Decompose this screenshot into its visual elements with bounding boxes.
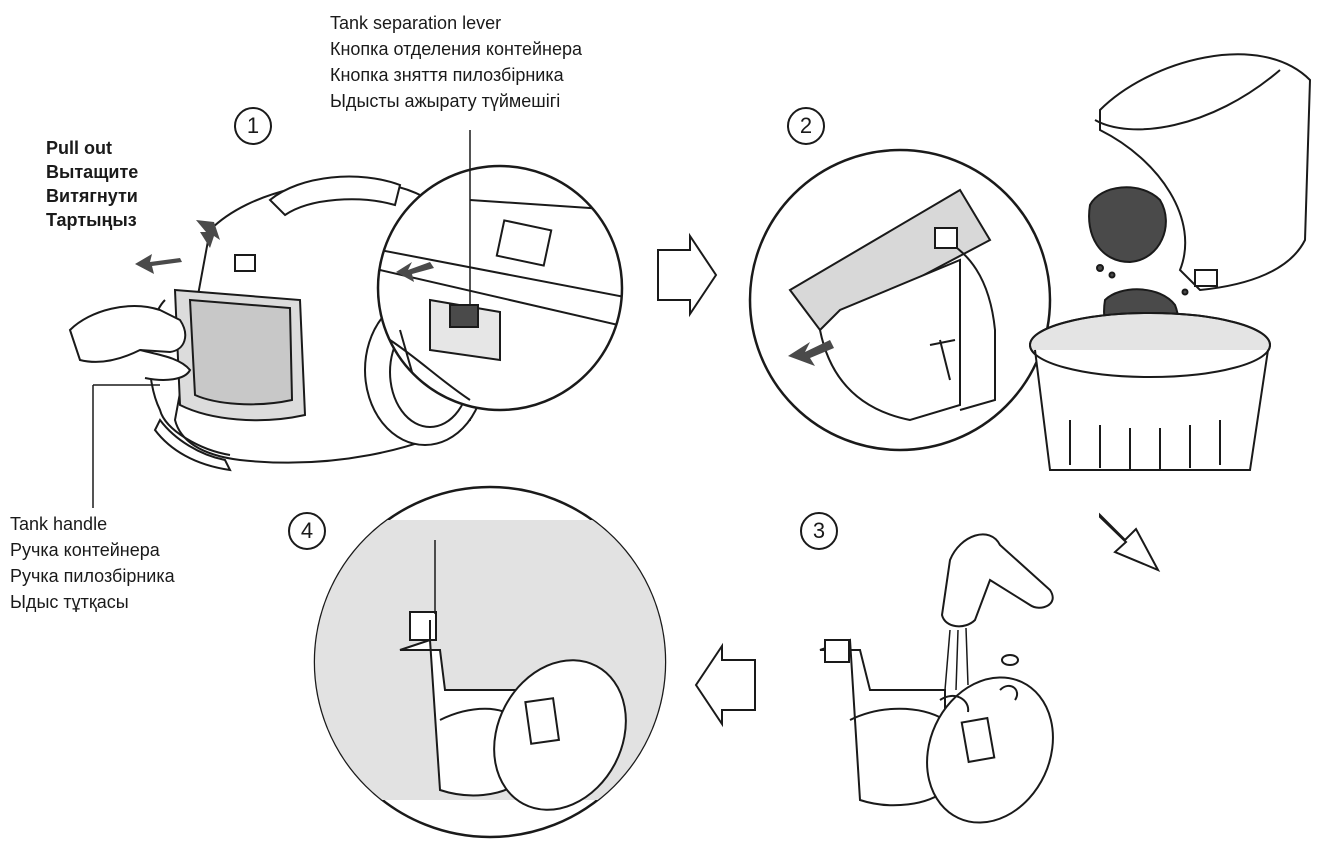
arrow-left-icon (694, 642, 756, 728)
step-number-2: 2 (787, 107, 825, 145)
label-line-en: Tank handle (10, 514, 108, 534)
label-line-kk: Тартыңыз (46, 210, 137, 230)
zoom-circle-lever (376, 130, 624, 412)
step-number-4: 4 (288, 512, 326, 550)
tank-handle-label: Tank handle Ручка контейнера Ручка пилоз… (10, 511, 175, 615)
arrow-down-right-icon (1099, 512, 1161, 573)
label-line-ru: Ручка контейнера (10, 540, 160, 560)
trash-can-illustration (1029, 53, 1312, 471)
zoom-circle-reassemble (313, 485, 667, 839)
washing-tank-illustration (819, 533, 1054, 824)
label-line-kk: Ыдысты ажырату түймешігі (330, 91, 561, 111)
label-line-uk: Витягнути (46, 186, 138, 206)
label-line-ru: Кнопка отделения контейнера (330, 39, 583, 59)
zoom-circle-tank-removed (748, 148, 1052, 452)
label-line-kk: Ыдыс тұтқасы (10, 592, 129, 612)
label-line-en: Pull out (46, 138, 112, 158)
step-number-1: 1 (234, 107, 272, 145)
step-number-3: 3 (800, 512, 838, 550)
pull-out-label: Pull out Вытащите Витягнути Тартыңыз (46, 136, 138, 232)
tank-separation-lever-label: Tank separation lever Кнопка отделения к… (330, 10, 582, 114)
label-line-uk: Кнопка зняття пилозбірника (330, 65, 564, 85)
label-line-uk: Ручка пилозбірника (10, 566, 175, 586)
label-line-en: Tank separation lever (330, 13, 502, 33)
label-line-ru: Вытащите (46, 162, 139, 182)
arrow-right-icon (657, 232, 718, 318)
